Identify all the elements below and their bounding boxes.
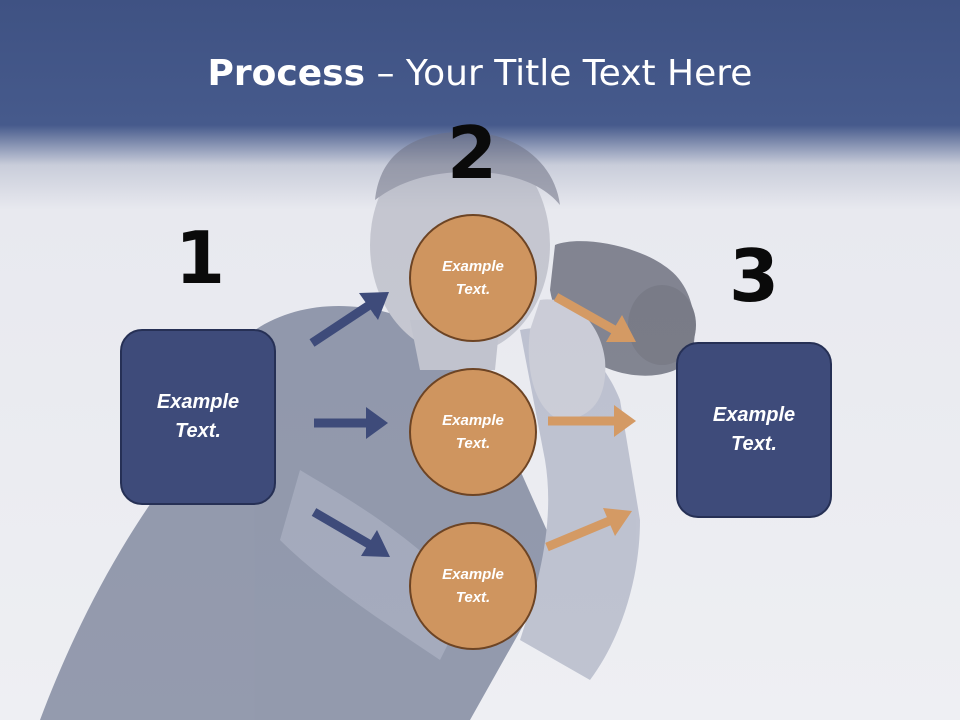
step-3-line1: Example [712,404,796,426]
circle-top-line1: Example [442,258,504,275]
step-1-line1: Example [156,391,240,413]
arrow-left-middle [314,407,388,439]
circle-bottom-line2: Text. [455,589,491,606]
arrow-left-top [309,292,389,347]
circle-bottom-line1: Example [442,566,504,583]
step-number-1: 1 [174,216,226,300]
circle-middle-line1: Example [442,412,504,429]
step-2-circle-middle: Example Text. [409,368,537,496]
arrow-right-bottom [545,508,632,552]
step-1-line2: Text. [175,420,221,442]
step-3-box: Example Text. [676,342,832,518]
step-number-3: 3 [728,234,780,318]
circle-middle-line2: Text. [455,435,491,452]
step-2-circle-bottom: Example Text. [409,522,537,650]
step-number-2: 2 [446,111,498,195]
arrow-right-top [553,293,636,342]
step-3-line2: Text. [731,433,777,455]
title-rest: – Your Title Text Here [365,53,753,94]
arrow-left-bottom [311,508,390,557]
step-2-circle-top: Example Text. [409,214,537,342]
title-bold: Process [207,53,366,94]
slide-title: Process – Your Title Text Here [0,52,960,96]
arrow-right-middle [548,405,636,437]
step-1-box: Example Text. [120,329,276,505]
circle-top-line2: Text. [455,281,491,298]
